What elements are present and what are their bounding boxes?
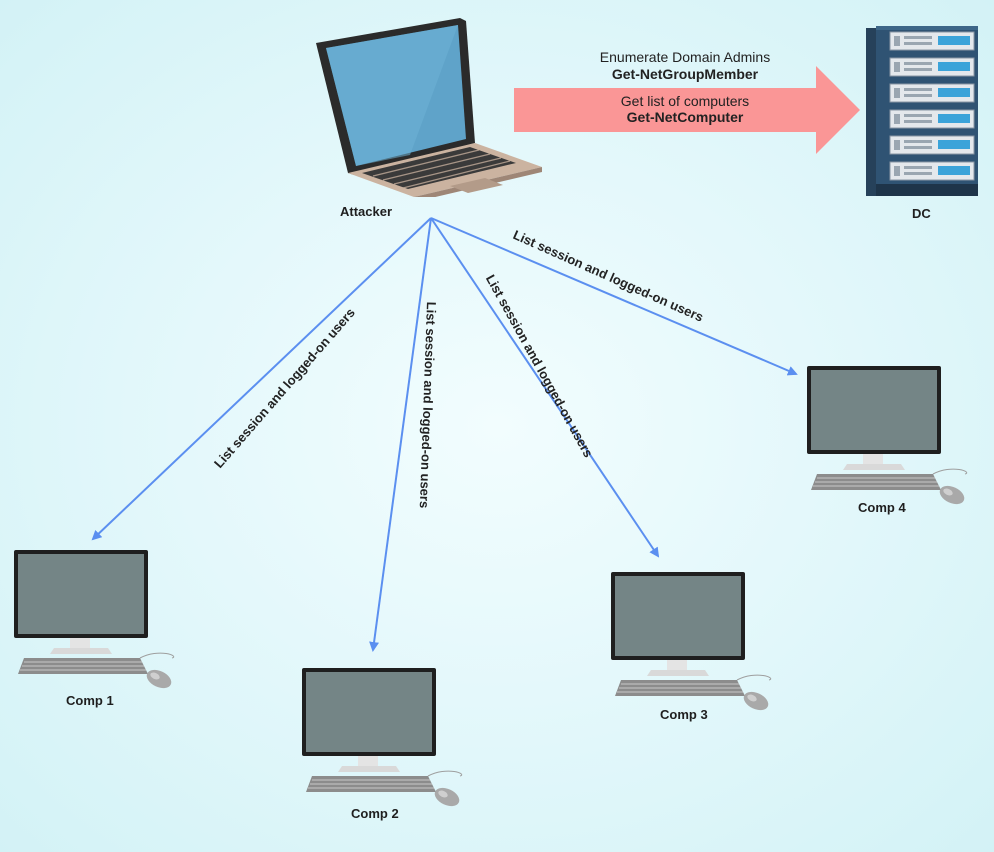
dc-arrow-cmd1: Get-NetGroupMember [611,66,759,82]
desktop-icon-comp1 [14,550,175,689]
dc-arrow-line2: Get list of computers [620,93,750,109]
laptop-icon [316,18,542,197]
dc-label: DC [912,206,931,221]
comp2-label: Comp 2 [351,806,399,821]
dc-arrow [514,66,860,154]
edge-comp2 [369,217,432,652]
edge-comp3 [430,217,660,558]
desktop-icon-comp3 [611,572,772,711]
edge-comp4 [430,217,798,376]
dc-arrow-cmd2: Get-NetComputer [626,109,744,125]
desktop-icon-comp4 [807,366,968,505]
attacker-label: Attacker [340,204,393,219]
comp3-label: Comp 3 [660,707,708,722]
edge-comp1 [91,217,432,541]
dc-arrow-line1: Enumerate Domain Admins [599,49,771,65]
desktop-icon-comp2 [302,668,463,807]
comp4-label: Comp 4 [858,500,906,515]
server-icon [866,26,978,196]
comp1-label: Comp 1 [66,693,114,708]
